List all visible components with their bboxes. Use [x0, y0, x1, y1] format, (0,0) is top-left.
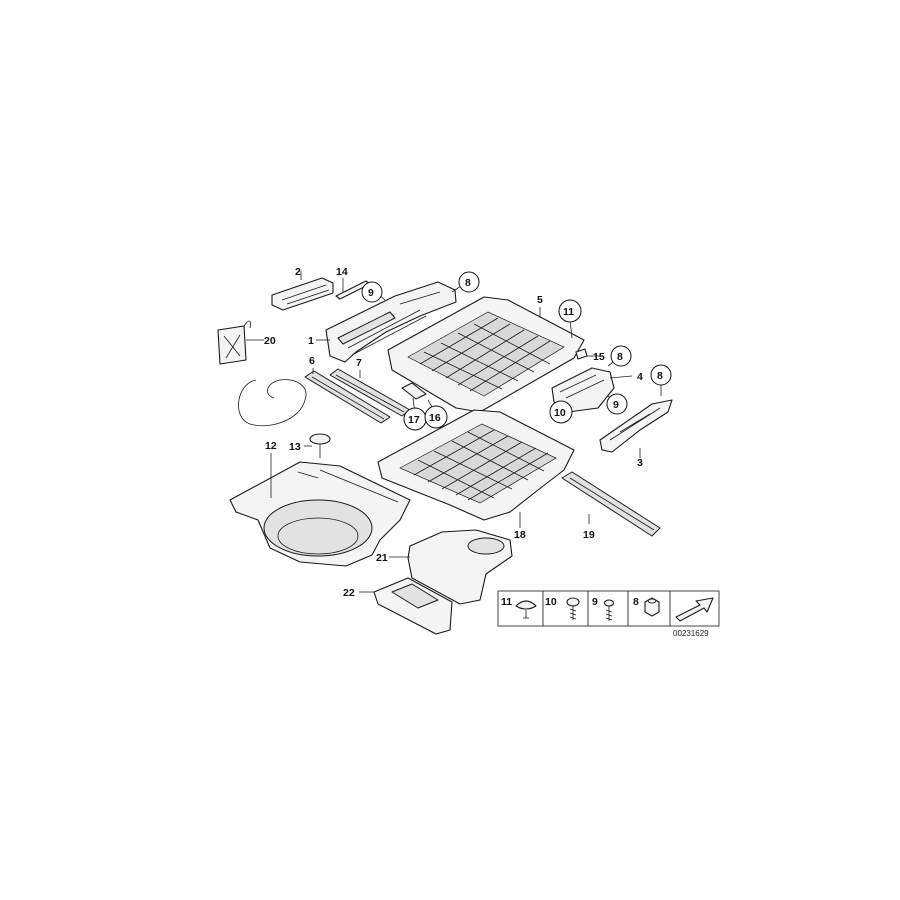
callout-12: 12 — [265, 440, 277, 452]
callout-11-circle — [558, 299, 582, 323]
part-13-screw — [309, 433, 331, 458]
callout-9: 9 — [368, 287, 374, 299]
callout-8b: 8 — [617, 351, 623, 363]
callout-15: 15 — [593, 351, 605, 363]
callout-11: 11 — [563, 306, 574, 318]
callout-10-circle — [549, 400, 573, 424]
callout-8: 8 — [465, 277, 471, 289]
callout-3: 3 — [637, 457, 643, 469]
fastener-legend: 11 10 9 8 00231629 — [497, 590, 720, 638]
callout-22: 22 — [343, 587, 355, 599]
callout-2: 2 — [295, 266, 301, 278]
part-22-tool-tray — [373, 577, 453, 635]
callout-9b: 9 — [613, 399, 619, 411]
callout-8-circle — [458, 271, 480, 293]
callout-4: 4 — [637, 371, 643, 383]
legend-label-10: 10 — [545, 596, 557, 608]
callout-14: 14 — [336, 266, 348, 278]
legend-cell-10 — [542, 590, 589, 627]
screw-icon — [603, 599, 615, 621]
part-2-tray — [271, 277, 334, 311]
part-20-bag — [217, 320, 307, 427]
callout-9-circle — [361, 281, 383, 303]
legend-label-9: 9 — [592, 596, 598, 608]
callout-8b-circle — [610, 345, 632, 367]
callout-21: 21 — [376, 552, 388, 564]
callout-9b-circle — [606, 393, 628, 415]
legend-label-11: 11 — [501, 596, 512, 608]
part-5-upper-floor-panel — [387, 296, 585, 413]
callout-6: 6 — [309, 355, 315, 367]
part-19-rail — [561, 471, 661, 537]
part-21-holder — [407, 529, 513, 605]
callout-19: 19 — [583, 529, 595, 541]
callout-16: 16 — [429, 412, 441, 424]
callout-20: 20 — [264, 335, 276, 347]
callout-10: 10 — [554, 407, 566, 419]
callout-8c-circle — [650, 364, 672, 386]
callout-16-circle — [424, 405, 448, 429]
direction-arrow-icon — [675, 597, 714, 622]
callout-18: 18 — [514, 529, 526, 541]
legend-label-8: 8 — [633, 596, 639, 608]
legend-cell-9 — [587, 590, 629, 627]
part-3-rail — [599, 399, 673, 453]
callout-17: 17 — [408, 414, 420, 426]
callout-13: 13 — [289, 441, 301, 453]
callout-5: 5 — [537, 294, 543, 306]
part-1-bracket — [325, 281, 457, 363]
callout-8c: 8 — [657, 370, 663, 382]
callout-1: 1 — [308, 335, 314, 347]
hex-nut-icon — [644, 597, 660, 617]
callout-labels: 2 14 9 8 1 5 11 15 8 4 8 10 9 3 20 6 7 1… — [264, 266, 672, 599]
callout-7: 7 — [356, 357, 362, 369]
push-rivet-icon — [515, 600, 537, 619]
part-18-lower-floor-panel — [377, 409, 575, 521]
part-6-strip — [304, 370, 391, 424]
screw-collar-icon — [566, 597, 580, 620]
drawing-code: 00231629 — [673, 629, 709, 638]
part-12-trunk-floor — [229, 461, 411, 567]
part-17-bracket — [401, 382, 427, 400]
